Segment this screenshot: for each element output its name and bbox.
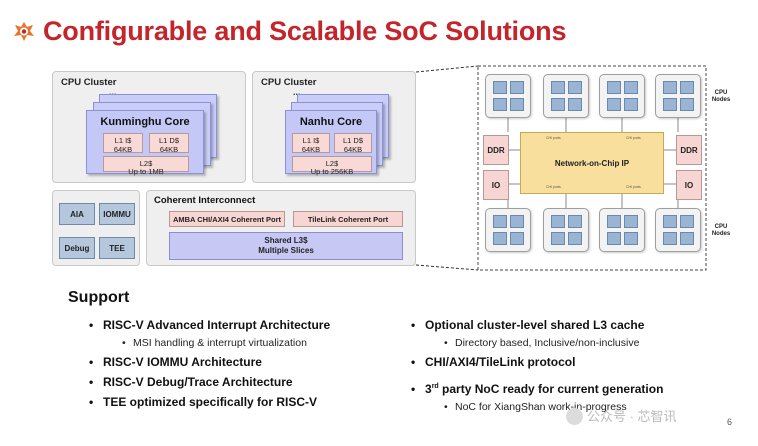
left-bullet-1: RISC-V Advanced Interrupt Architecture <box>89 318 330 332</box>
aia-box: AIA <box>59 203 95 225</box>
l1i-label: L1 I$ <box>114 136 132 145</box>
l2-size: Up to 1MB <box>128 167 164 176</box>
left-bullet-4: TEE optimized specifically for RISC-V <box>89 395 317 409</box>
coherent-interconnect-label: Coherent Interconnect <box>154 195 256 206</box>
l2-label: L2$ <box>139 159 153 168</box>
core-card-nanhu: Nanhu Core L1 I$ 64KB L1 D$ 64KB L2$ Up … <box>285 110 377 176</box>
right-sub-bullet-1: Directory based, Inclusive/non-inclusive <box>444 337 639 349</box>
cpu-node <box>485 74 531 118</box>
iommu-box: IOMMU <box>99 203 135 225</box>
l1d-cache-box: L1 D$ 64KB <box>334 133 372 154</box>
l1i-size: 64KB <box>301 145 321 154</box>
l3-line2: Multiple Slices <box>258 246 314 255</box>
cluster-dots: ... <box>109 87 117 97</box>
cluster-dots: ... <box>293 87 301 97</box>
debug-box: Debug <box>59 237 95 259</box>
left-sub-bullet-1: MSI handling & interrupt virtualization <box>122 337 307 349</box>
chi-port-label: CHI ports <box>626 136 641 140</box>
watermark: 公众号 · 芯智讯 <box>566 406 677 426</box>
watermark-text: 公众号 · 芯智讯 <box>587 409 677 424</box>
core-card-kunminghu: Kunminghu Core L1 I$ 64KB L1 D$ 64KB L2$… <box>86 110 204 176</box>
slide-title: Configurable and Scalable SoC Solutions <box>43 15 567 46</box>
l1i-cache-box: L1 I$ 64KB <box>292 133 330 154</box>
cluster-label: CPU Cluster <box>261 77 317 88</box>
right-bullet-2: CHI/AXI4/TileLink protocol <box>411 355 576 369</box>
right-sub-bullet-3: NoC for XiangShan work-in-progress <box>444 401 627 413</box>
chi-port-label: CHI ports <box>626 185 641 189</box>
l1i-cache-box: L1 I$ 64KB <box>103 133 143 154</box>
core-name: Kunminghu Core <box>100 116 190 128</box>
cpu-node <box>599 208 645 252</box>
l1d-size: 64KB <box>159 145 179 154</box>
left-bullet-2: RISC-V IOMMU Architecture <box>89 355 262 369</box>
cpu-node <box>485 208 531 252</box>
l1d-label: L1 D$ <box>158 136 179 145</box>
amba-port-box: AMBA CHI/AXI4 Coherent Port <box>169 211 285 227</box>
noc-label: Network-on-Chip IP <box>554 158 630 168</box>
l1i-label: L1 I$ <box>302 136 320 145</box>
tee-box: TEE <box>99 237 135 259</box>
ddr-box-left: DDR <box>483 135 509 165</box>
xiangshan-logo-icon <box>14 22 34 41</box>
l2-cache-box: L2$ Up to 1MB <box>103 156 189 176</box>
l2-label: L2$ <box>325 159 339 168</box>
ddr-box-right: DDR <box>676 135 702 165</box>
cpu-nodes-label-bottom: CPU Nodes <box>711 224 731 237</box>
cpu-node <box>599 74 645 118</box>
right-bullet-1: Optional cluster-level shared L3 cache <box>411 318 644 332</box>
io-box-right: IO <box>676 170 702 200</box>
cpu-node <box>655 208 701 252</box>
cpu-nodes-label-top: CPU Nodes <box>711 90 731 103</box>
cpu-node <box>543 208 589 252</box>
components-panel: AIA IOMMU Debug TEE <box>52 190 140 266</box>
cpu-cluster-panel-1: CPU Cluster ... Kunminghu Core L1 I$ 64K… <box>52 71 246 183</box>
page-number: 6 <box>727 417 733 427</box>
chi-port-label: CHI ports <box>546 185 561 189</box>
third-sup: rd <box>431 383 439 390</box>
core-name: Nanhu Core <box>299 116 363 128</box>
shared-l3-box: Shared L3$ Multiple Slices <box>169 232 403 260</box>
cluster-label: CPU Cluster <box>61 77 117 88</box>
l1d-label: L1 D$ <box>342 136 363 145</box>
l1d-size: 64KB <box>343 145 363 154</box>
tilelink-port-box: TileLink Coherent Port <box>293 211 403 227</box>
l1d-cache-box: L1 D$ 64KB <box>149 133 189 154</box>
third-text: party NoC ready for current generation <box>438 382 664 396</box>
left-bullet-3: RISC-V Debug/Trace Architecture <box>89 375 293 389</box>
cpu-cluster-panel-2: CPU Cluster ... Nanhu Core L1 I$ 64KB L1… <box>252 71 416 183</box>
wechat-icon <box>566 408 583 426</box>
chi-port-label: CHI ports <box>546 136 561 140</box>
l2-cache-box: L2$ Up to 256KB <box>292 156 372 176</box>
io-box-left: IO <box>483 170 509 200</box>
support-heading: Support <box>68 289 130 306</box>
cpu-node <box>543 74 589 118</box>
title-row: Configurable and Scalable SoC Solutions <box>12 14 566 48</box>
third-prefix: 3 <box>425 382 432 396</box>
network-on-chip-box: Network-on-Chip IP <box>520 132 664 194</box>
coherent-interconnect-panel: Coherent Interconnect AMBA CHI/AXI4 Cohe… <box>146 190 416 266</box>
l1i-size: 64KB <box>113 145 133 154</box>
l3-line1: Shared L3$ <box>264 236 308 245</box>
cpu-node <box>655 74 701 118</box>
l2-size: Up to 256KB <box>310 167 354 176</box>
right-bullet-3: 3rd party NoC ready for current generati… <box>411 382 664 396</box>
